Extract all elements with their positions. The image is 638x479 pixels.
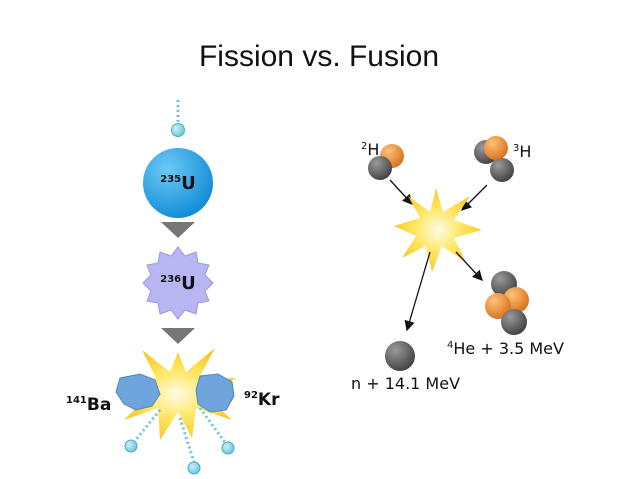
slide-title: Fission vs. Fusion: [198, 40, 440, 73]
fission-burst: [118, 348, 236, 440]
uranium-235-nucleus: [143, 148, 213, 218]
fusion-burst: [394, 188, 482, 272]
neutron-arrow: [404, 251, 431, 332]
uranium-235-label: 235U: [160, 173, 196, 194]
uranium-236-nucleus: [142, 246, 214, 320]
tritium-label: 3H: [513, 142, 531, 161]
down-arrow-2: [161, 328, 195, 344]
released-neutron-1: [124, 439, 138, 453]
deuterium-arrow: [389, 179, 413, 205]
deuterium-label: 2H: [361, 140, 379, 159]
tritium-arrow: [461, 184, 488, 211]
barium-label: 141Ba: [66, 395, 111, 415]
helium-arrow: [455, 251, 483, 281]
helium-label: 4He + 3.5 MeV: [447, 339, 564, 358]
helium-proton-2: [485, 293, 511, 319]
down-arrow-1: [161, 222, 195, 238]
uranium-236-label: 236U: [160, 273, 196, 294]
free-neutron: [385, 341, 415, 371]
fusion-diagram: 2H 3H 4He + 3.5 MeV n + 14.1 MeV: [351, 136, 564, 393]
tritium-neutron-2: [490, 158, 514, 182]
helium-neutron-2: [501, 309, 527, 335]
tritium-proton: [484, 136, 508, 160]
incoming-neutron: [171, 123, 185, 137]
released-neutron-3: [221, 441, 235, 455]
neutron-label: n + 14.1 MeV: [351, 374, 460, 393]
released-neutrons: [132, 407, 228, 463]
krypton-label: 92Kr: [244, 390, 280, 410]
released-neutron-2: [187, 461, 201, 475]
deuterium-neutron: [368, 156, 392, 180]
fission-diagram: 235U 236U 141Ba 92Kr: [66, 100, 280, 475]
barium-fragment: [115, 373, 161, 411]
krypton-fragment: [195, 373, 235, 413]
